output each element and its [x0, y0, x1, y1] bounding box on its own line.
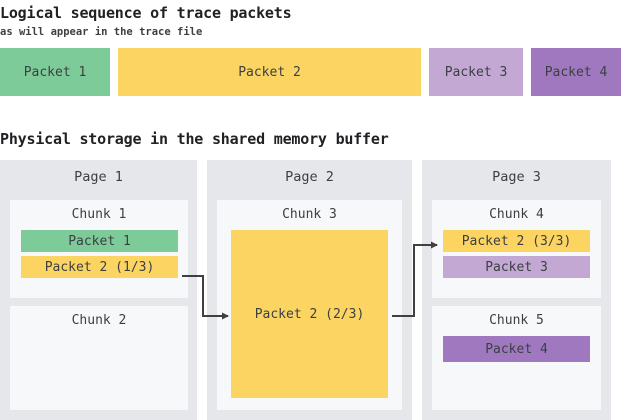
- chunk-title: Chunk 1: [71, 207, 127, 222]
- stored-packet-block: Packet 4: [443, 336, 590, 362]
- page-2: Page 2 Chunk 3 Packet 2 (2/3): [207, 160, 412, 420]
- stored-packet-block: Packet 1: [21, 230, 178, 252]
- logical-packet-4: Packet 4: [531, 48, 621, 96]
- logical-packet-1: Packet 1: [0, 48, 110, 96]
- stored-packet-block: Packet 2 (3/3): [443, 230, 590, 252]
- stored-packet-block: Packet 3: [443, 256, 590, 278]
- logical-section-title: Logical sequence of trace packets: [0, 4, 292, 22]
- stored-packet-block: Packet 2 (2/3): [231, 230, 388, 398]
- chunk-title: Chunk 2: [71, 313, 127, 328]
- logical-section-subtitle: as will appear in the trace file: [0, 26, 203, 38]
- chunk-title: Chunk 5: [489, 313, 544, 328]
- chunk-block: Chunk 3 Packet 2 (2/3): [217, 200, 402, 410]
- logical-packet-3: Packet 3: [429, 48, 523, 96]
- chunk-title: Chunk 3: [282, 207, 337, 222]
- logical-packet-2: Packet 2: [118, 48, 421, 96]
- stored-packet-block: Packet 2 (1/3): [21, 256, 178, 278]
- chunk-block: Chunk 5 Packet 4: [432, 306, 601, 410]
- physical-section-title: Physical storage in the shared memory bu…: [0, 130, 389, 148]
- chunk-block: Chunk 1 Packet 1 Packet 2 (1/3): [10, 200, 188, 298]
- page-1-title: Page 1: [74, 169, 123, 185]
- chunk-block: Chunk 2: [10, 306, 188, 410]
- page-2-title: Page 2: [285, 169, 334, 185]
- chunk-title: Chunk 4: [489, 207, 544, 222]
- page-3-title: Page 3: [492, 169, 541, 185]
- chunk-block: Chunk 4 Packet 2 (3/3) Packet 3: [432, 200, 601, 298]
